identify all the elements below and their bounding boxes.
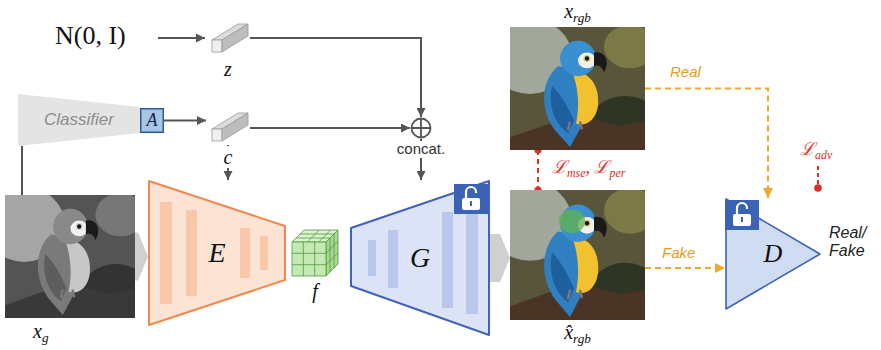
layer-bar bbox=[368, 240, 376, 276]
condition-vector-shape bbox=[206, 111, 250, 145]
layer-bar bbox=[466, 204, 478, 314]
discriminator-outline bbox=[726, 199, 820, 309]
layer-bar bbox=[442, 212, 453, 308]
adapter-outline bbox=[141, 109, 164, 133]
classifier-block: Classifier bbox=[18, 94, 140, 146]
picture bbox=[488, 19, 661, 155]
concat-operator-shape bbox=[410, 117, 432, 139]
vector-label: z bbox=[224, 58, 232, 80]
subscript: per bbox=[609, 166, 625, 180]
image-label: x̂rgb bbox=[564, 321, 591, 347]
layer-bar bbox=[160, 202, 172, 304]
connector bbox=[645, 267, 725, 269]
image-label: xg bbox=[33, 320, 48, 346]
operator-outline bbox=[412, 119, 431, 138]
loss-leader bbox=[817, 166, 819, 184]
block-label: E bbox=[208, 238, 225, 269]
concat-operator: concat. bbox=[410, 117, 432, 139]
connector bbox=[250, 127, 410, 129]
bar-face bbox=[212, 129, 222, 141]
picture-tint bbox=[559, 209, 585, 233]
feature-cube-shape bbox=[292, 230, 338, 276]
picture bbox=[488, 182, 661, 326]
color-image-shape bbox=[510, 27, 645, 150]
bar-face bbox=[222, 24, 248, 52]
cube-face bbox=[326, 230, 338, 276]
layer-bar bbox=[186, 210, 197, 296]
layer-bar bbox=[388, 230, 398, 288]
gray-image-shape bbox=[5, 195, 135, 318]
gray-image: xg bbox=[5, 195, 135, 318]
connector bbox=[645, 89, 768, 199]
lock-keyhole bbox=[741, 217, 743, 222]
block-label: D bbox=[764, 240, 783, 269]
output-image: x̂rgb bbox=[510, 190, 645, 320]
color-image: xrgb bbox=[510, 27, 645, 150]
subscript: g bbox=[42, 330, 49, 345]
encoder-block: E bbox=[148, 180, 286, 326]
flow-arrow bbox=[135, 233, 148, 281]
output-image-shape bbox=[510, 190, 645, 320]
subscript: mse bbox=[567, 166, 585, 180]
output-label: Real/ Fake bbox=[829, 224, 877, 259]
bar-face bbox=[222, 113, 248, 141]
lock-body bbox=[733, 214, 751, 226]
generator-outline bbox=[351, 181, 489, 335]
lock-shackle bbox=[737, 203, 747, 215]
loss-link bbox=[537, 150, 539, 190]
lock-keyhole bbox=[470, 201, 472, 206]
classifier-outline bbox=[18, 94, 140, 146]
lock-ground bbox=[725, 200, 759, 230]
connector bbox=[164, 120, 206, 122]
image-label: xrgb bbox=[564, 0, 591, 26]
generator-block: G bbox=[350, 180, 490, 336]
loss-label: ℒadv bbox=[800, 140, 832, 162]
lock-ground bbox=[454, 184, 488, 214]
layer-bar bbox=[240, 228, 250, 278]
subscript: rgb bbox=[573, 10, 591, 25]
condition-vector: c bbox=[206, 111, 250, 145]
feature-label: f bbox=[312, 280, 318, 302]
layer-bar bbox=[260, 236, 268, 270]
picture bbox=[0, 187, 150, 323]
distribution-label: N(0, I) bbox=[55, 22, 126, 51]
cube-grid bbox=[292, 230, 338, 276]
lock-shackle bbox=[466, 187, 476, 199]
connector bbox=[250, 38, 421, 117]
block-label: A bbox=[147, 111, 158, 131]
bar-face bbox=[212, 40, 222, 52]
adapter-box: A bbox=[140, 108, 164, 133]
block-label: G bbox=[410, 243, 430, 274]
flow-arrow bbox=[490, 234, 510, 282]
sampling-arrow bbox=[158, 37, 205, 39]
edge-label: Real bbox=[670, 64, 701, 81]
feature-cube: f bbox=[292, 230, 338, 276]
connector bbox=[21, 146, 23, 195]
lock-body bbox=[462, 198, 480, 210]
encoder-outline bbox=[149, 181, 285, 325]
loss-label: ℒmse, ℒper bbox=[552, 158, 625, 180]
latent-vector-shape bbox=[206, 22, 250, 54]
discriminator-block: D bbox=[725, 198, 821, 310]
cube-face bbox=[292, 242, 326, 276]
unlock-icon bbox=[725, 200, 759, 230]
operator-label: concat. bbox=[395, 141, 447, 158]
latent-vector: z bbox=[206, 22, 250, 54]
vector-label: c bbox=[222, 146, 235, 168]
operator-plus bbox=[412, 119, 431, 138]
block-label: Classifier bbox=[44, 111, 114, 130]
unlock-icon bbox=[454, 184, 488, 214]
subscript: adv bbox=[815, 148, 832, 162]
loss-dot bbox=[814, 184, 822, 192]
subscript: rgb bbox=[573, 331, 591, 346]
edge-label: Fake bbox=[662, 245, 695, 262]
